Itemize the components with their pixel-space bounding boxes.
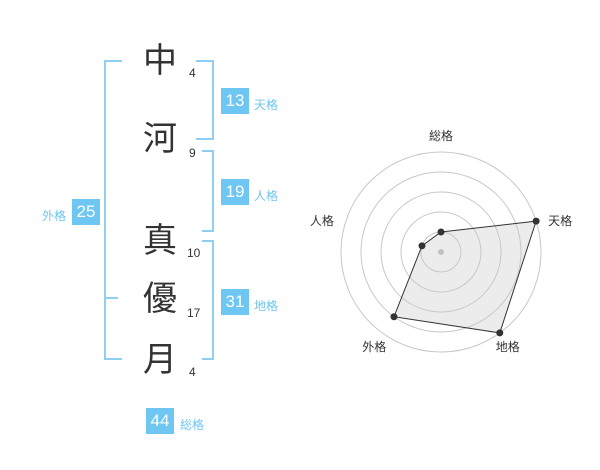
name-char-4: 優 bbox=[143, 279, 177, 319]
name-char-5: 月 bbox=[143, 340, 177, 380]
soukaku-badge: 44 bbox=[146, 408, 174, 434]
gaikaku-label: 外格 bbox=[42, 209, 67, 223]
jinkaku-label: 人格 bbox=[254, 189, 279, 203]
stroke-count-2: 9 bbox=[189, 146, 196, 160]
chikaku-label: 地格 bbox=[254, 299, 279, 313]
stroke-count-5: 4 bbox=[189, 365, 196, 379]
radar-point-1 bbox=[437, 228, 445, 236]
radar-polygon bbox=[393, 220, 537, 334]
jinkaku-badge: 19 bbox=[221, 179, 249, 205]
radar-axis-label-5: 人格 bbox=[310, 213, 334, 228]
name-char-2: 河 bbox=[143, 119, 177, 159]
stroke-count-1: 4 bbox=[189, 66, 196, 80]
name-char-1: 中 bbox=[143, 41, 177, 81]
radar-point-3 bbox=[496, 329, 504, 337]
gaikaku-bracket bbox=[104, 60, 122, 360]
jinkaku-bracket bbox=[202, 150, 214, 232]
radar-axis-label-4: 外格 bbox=[362, 339, 386, 354]
radar-center bbox=[438, 249, 444, 255]
radar-axis-label-3: 地格 bbox=[496, 339, 520, 354]
tenkaku-badge: 13 bbox=[221, 88, 249, 114]
name-char-3: 真 bbox=[143, 221, 177, 261]
gaikaku-divider bbox=[104, 297, 118, 299]
radar-ring-2 bbox=[400, 211, 482, 293]
stroke-count-3: 10 bbox=[187, 246, 201, 260]
stroke-count-4: 17 bbox=[187, 306, 201, 320]
radar-point-4 bbox=[390, 313, 398, 321]
radar-axis-label-1: 総格 bbox=[429, 128, 453, 143]
gaikaku-badge: 25 bbox=[72, 199, 100, 225]
radar-axis-label-2: 天格 bbox=[548, 213, 572, 228]
radar-point-5 bbox=[418, 242, 426, 250]
radar-ring-5 bbox=[340, 151, 542, 353]
radar-ring-4 bbox=[360, 171, 522, 333]
chikaku-badge: 31 bbox=[221, 289, 249, 315]
chikaku-bracket bbox=[202, 240, 214, 360]
radar-ring-3 bbox=[380, 191, 502, 313]
soukaku-label: 総格 bbox=[180, 418, 205, 432]
radar-point-2 bbox=[532, 217, 540, 225]
tenkaku-label: 天格 bbox=[254, 98, 279, 112]
tenkaku-bracket bbox=[196, 60, 214, 140]
